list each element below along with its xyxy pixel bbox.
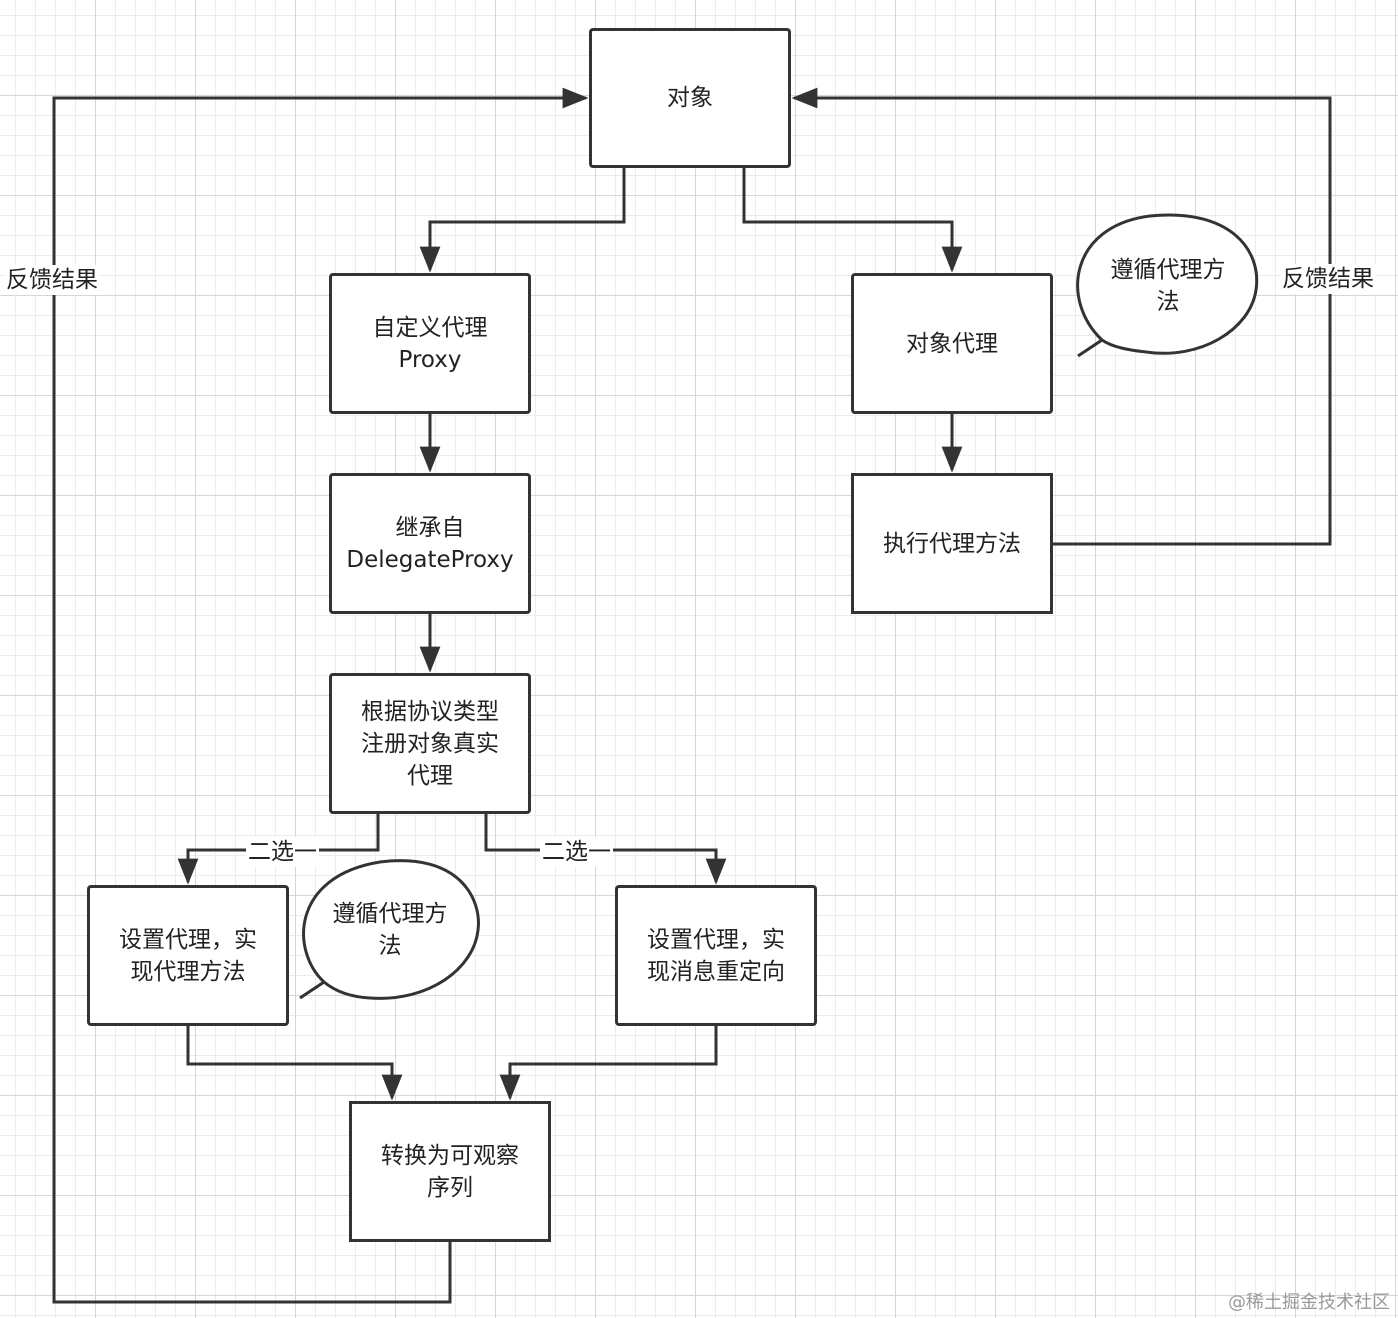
node-convert-observable[interactable]: 转换为可观察 序列 <box>349 1101 551 1242</box>
bubble-top-right-shape <box>1076 213 1259 358</box>
edge-label-feedback-right: 反馈结果 <box>1280 264 1376 294</box>
node-inherit-delegate-proxy[interactable]: 继承自 DelegateProxy <box>329 473 531 614</box>
node-object[interactable]: 对象 <box>589 28 791 168</box>
edge-label-feedback-left: 反馈结果 <box>4 265 100 295</box>
bubble-top-right-text: 遵循代理方 法 <box>1110 257 1226 315</box>
node-register-real-delegate[interactable]: 根据协议类型 注册对象真实 代理 <box>329 673 531 814</box>
node-set-delegate-redirect[interactable]: 设置代理，实 现消息重定向 <box>615 885 817 1026</box>
edge-set-impl-to-convert <box>186 1026 403 1101</box>
edge-object-to-custom-proxy <box>419 168 626 273</box>
node-execute-delegate-method[interactable]: 执行代理方法 <box>851 473 1053 614</box>
node-object-delegate[interactable]: 对象代理 <box>851 273 1053 414</box>
edge-feedback-right <box>791 87 1332 546</box>
edge-label-choose-left: 二选一 <box>246 837 319 867</box>
edge-set-redirect-to-convert <box>499 1026 718 1101</box>
node-set-delegate-implement[interactable]: 设置代理，实 现代理方法 <box>87 885 289 1026</box>
edge-feedback-left <box>52 87 589 1304</box>
node-custom-proxy[interactable]: 自定义代理 Proxy <box>329 273 531 414</box>
edge-object-to-object-delegate <box>742 168 963 273</box>
watermark: @稀土掘金技术社区 <box>1228 1292 1390 1313</box>
edge-label-choose-right: 二选一 <box>540 837 613 867</box>
bubble-bottom-left-shape <box>299 859 480 1000</box>
bubble-bottom-left-text: 遵循代理方 法 <box>332 901 448 959</box>
